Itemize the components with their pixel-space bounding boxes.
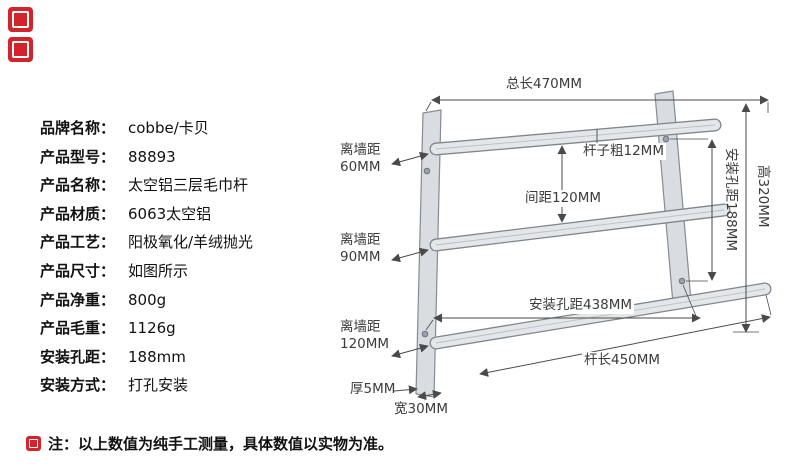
spec-row-install-method: 安装方式： 打孔安装 bbox=[40, 378, 253, 393]
dim-label-total-length: 总长470MM bbox=[506, 76, 583, 92]
dim-label-bar-thickness: 杆子粗12MM bbox=[581, 143, 666, 160]
dim-label-wall-distance-mid: 离墙距 90MM bbox=[340, 232, 381, 266]
dimension-lines bbox=[391, 95, 772, 401]
spec-label: 产品毛重： bbox=[40, 319, 116, 338]
dim-plate-width-line bbox=[417, 389, 442, 401]
spec-list: 品牌名称： cobbe/卡贝 产品型号： 88893 产品名称： 太空铝三层毛巾… bbox=[40, 121, 253, 407]
dim-label-mount-hole-distance-v: 安装孔距188MM bbox=[723, 148, 739, 252]
spec-label: 品牌名称： bbox=[40, 119, 116, 137]
dim-wall-bottom-leader bbox=[391, 343, 429, 359]
spec-value: cobbe/卡贝 bbox=[128, 119, 209, 137]
dim-label-wall-top-line1: 离墙距 bbox=[340, 142, 381, 158]
note-text: 注：以上数值为纯手工测量，具体数值以实物为准。 bbox=[48, 435, 394, 453]
dim-label-wall-top-line2: 60MM bbox=[340, 159, 381, 175]
spec-value: 太空铝三层毛巾杆 bbox=[128, 176, 249, 195]
dimension-diagram: 总长470MM 离墙距 60MM 离墙距 90MM 离墙距 120MM 杆子粗1… bbox=[330, 40, 790, 440]
dim-wall-mid-leader bbox=[391, 247, 429, 263]
spec-value: 800g bbox=[128, 290, 167, 309]
spec-value: 88893 bbox=[128, 147, 176, 166]
measurement-note: 注：以上数值为纯手工测量，具体数值以实物为准。 bbox=[26, 433, 393, 454]
spec-label: 产品型号： bbox=[40, 147, 116, 166]
mount-screws bbox=[421, 135, 686, 338]
spec-row-process: 产品工艺： 阳极氧化/羊绒抛光 bbox=[40, 235, 253, 250]
spec-row-material: 产品材质： 6063太空铝 bbox=[40, 204, 253, 223]
screw-left-bottom bbox=[421, 330, 429, 338]
spec-value: 188mm bbox=[128, 347, 186, 366]
store-watermark-icon bbox=[8, 7, 33, 32]
dim-label-spacing: 间距120MM bbox=[523, 190, 604, 207]
note-icon bbox=[26, 436, 41, 451]
towel-bar-middle bbox=[429, 203, 731, 252]
spec-value: 6063太空铝 bbox=[128, 204, 212, 223]
store-watermark-icon-2 bbox=[8, 37, 33, 62]
dim-wall-top-leader bbox=[391, 151, 429, 167]
spec-row-hole-distance: 安装孔距： 188mm bbox=[40, 347, 253, 366]
spec-row-brand: 品牌名称： cobbe/卡贝 bbox=[40, 121, 253, 136]
spec-value: 如图所示 bbox=[128, 261, 189, 280]
dim-label-mount-hole-distance-h: 安装孔距438MM bbox=[527, 297, 635, 314]
dim-label-wall-mid-line1: 离墙距 bbox=[340, 232, 381, 248]
spec-row-gross-weight: 产品毛重： 1126g bbox=[40, 321, 253, 336]
screw-right-top bbox=[662, 135, 670, 143]
dim-label-wall-bottom-line2: 120MM bbox=[340, 336, 390, 352]
spec-value: 1126g bbox=[128, 319, 176, 338]
spec-value: 阳极氧化/羊绒抛光 bbox=[128, 233, 254, 252]
spec-label: 安装方式： bbox=[40, 376, 116, 395]
spec-label: 产品名称： bbox=[40, 176, 116, 195]
towel-bar-top bbox=[429, 118, 722, 156]
spec-label: 产品工艺： bbox=[40, 233, 116, 252]
dim-label-wall-mid-line2: 90MM bbox=[340, 249, 381, 265]
spec-label: 产品净重： bbox=[40, 290, 116, 309]
spec-value: 打孔安装 bbox=[128, 376, 189, 395]
screw-left-top bbox=[423, 167, 431, 175]
dim-label-plate-thickness: 厚5MM bbox=[350, 381, 396, 397]
dim-bar-length-line bbox=[479, 314, 771, 377]
spec-label: 安装孔距： bbox=[40, 347, 116, 366]
dim-plate-thickness-leader bbox=[393, 385, 418, 395]
towel-rack-drawing bbox=[391, 90, 772, 401]
spec-row-net-weight: 产品净重： 800g bbox=[40, 290, 253, 309]
dim-label-bar-length: 杆长450MM bbox=[582, 352, 663, 369]
rack-body bbox=[415, 90, 772, 398]
spec-row-name: 产品名称： 太空铝三层毛巾杆 bbox=[40, 178, 253, 193]
dim-label-height: 高320MM bbox=[755, 165, 771, 228]
spec-row-model: 产品型号： 88893 bbox=[40, 147, 253, 166]
dim-label-plate-width: 宽30MM bbox=[394, 401, 448, 417]
dim-label-wall-bottom-line1: 离墙距 bbox=[340, 319, 381, 335]
dim-label-wall-distance-top: 离墙距 60MM bbox=[340, 142, 381, 176]
dim-label-wall-distance-bottom: 离墙距 120MM bbox=[340, 319, 389, 353]
spec-row-size: 产品尺寸： 如图所示 bbox=[40, 261, 253, 280]
spec-label: 产品材质： bbox=[40, 204, 116, 223]
spec-label: 产品尺寸： bbox=[40, 261, 116, 280]
screw-right-bottom bbox=[678, 277, 686, 285]
